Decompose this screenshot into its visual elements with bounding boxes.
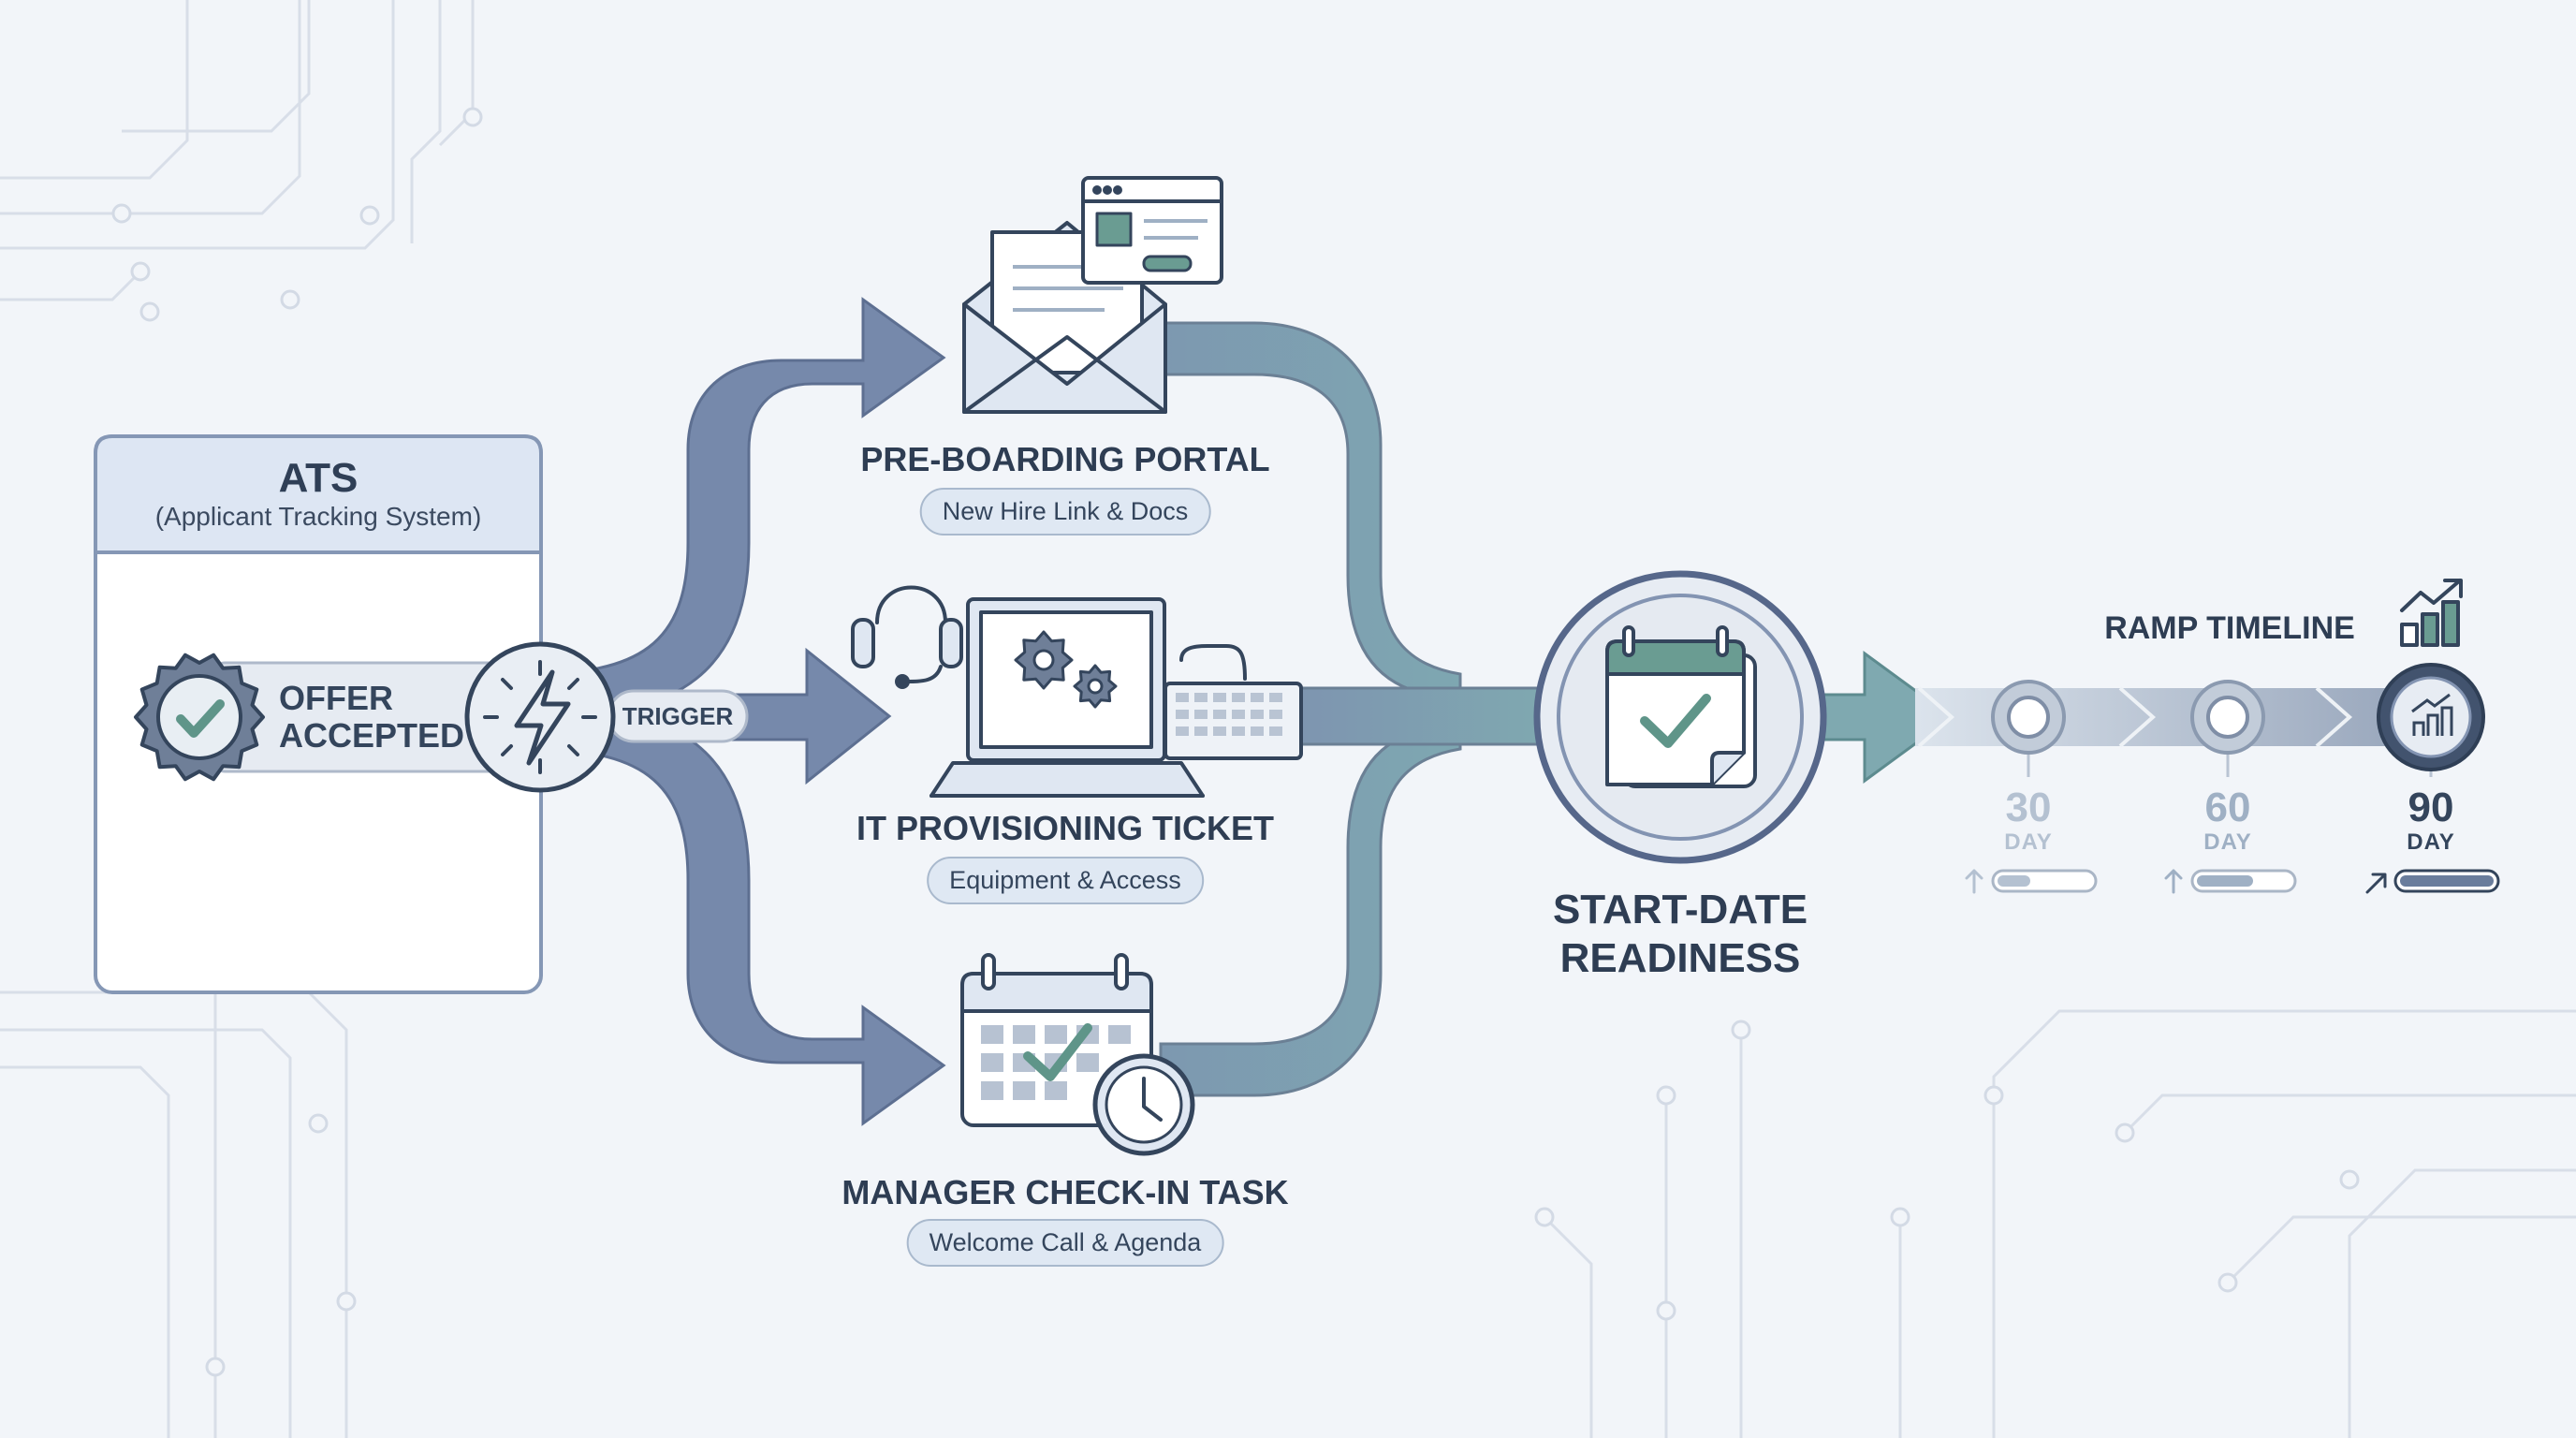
offer-accepted-label: OFFER ACCEPTED — [279, 680, 464, 755]
readiness-line-1: START-DATE — [1552, 887, 1808, 932]
growth-chart-icon — [2400, 579, 2463, 647]
milestone-arrow-icon — [2365, 873, 2387, 894]
milestone-60-unit: DAY — [2203, 829, 2252, 855]
milestone-30-marker — [1991, 680, 2066, 777]
ramp-timeline-title: RAMP TIMELINE — [2104, 610, 2355, 646]
step-it-pill: Equipment & Access — [927, 857, 1204, 904]
ats-subtitle: (Applicant Tracking System) — [154, 502, 482, 531]
step-preboarding-title: PRE-BOARDING PORTAL — [860, 440, 1270, 478]
milestone-90-unit: DAY — [2407, 829, 2455, 855]
trigger-lightning-icon — [464, 641, 749, 793]
offer-line-1: OFFER — [279, 679, 393, 717]
milestone-30-unit: DAY — [2004, 829, 2053, 855]
milestone-90-marker — [2377, 663, 2485, 777]
milestone-60-marker — [2190, 680, 2265, 777]
calendar-check-icon — [1533, 570, 1827, 864]
milestone-arrow-icon — [2164, 869, 2183, 894]
step-manager-pill: Welcome Call & Agenda — [906, 1219, 1224, 1267]
milestone-60-progress — [2164, 869, 2297, 894]
ats-title: ATS — [278, 455, 359, 501]
envelope-browser-icon — [962, 176, 1223, 414]
offer-accepted-badge-icon — [134, 653, 265, 782]
keyboard-icon — [1176, 693, 1282, 736]
step-manager-title: MANAGER CHECK-IN TASK — [842, 1173, 1289, 1211]
readiness-line-2: READINESS — [1559, 935, 1801, 981]
ramp-milestones — [1965, 663, 2500, 894]
milestone-chart-icon — [2411, 693, 2453, 736]
ats-panel — [94, 434, 543, 994]
milestone-90-progress — [2365, 869, 2500, 894]
trigger-label: TRIGGER — [622, 702, 734, 730]
step-preboarding-pill: New Hire Link & Docs — [919, 488, 1211, 536]
milestone-60-number: 60 — [2204, 785, 2251, 830]
ramp-timeline-track — [1915, 686, 2402, 748]
laptop-gears-icon — [851, 585, 1303, 798]
circuit-nodes — [111, 107, 2360, 1377]
calendar-clock-icon — [960, 953, 1195, 1156]
milestone-arrow-icon — [1965, 869, 1983, 894]
readiness-label: START-DATE READINESS — [1553, 886, 1808, 983]
offer-line-2: ACCEPTED — [279, 716, 465, 755]
milestone-30-number: 30 — [2005, 785, 2052, 830]
milestone-90-number: 90 — [2408, 785, 2454, 830]
milestone-30-progress — [1965, 869, 2098, 894]
step-it-title: IT PROVISIONING TICKET — [856, 809, 1275, 847]
